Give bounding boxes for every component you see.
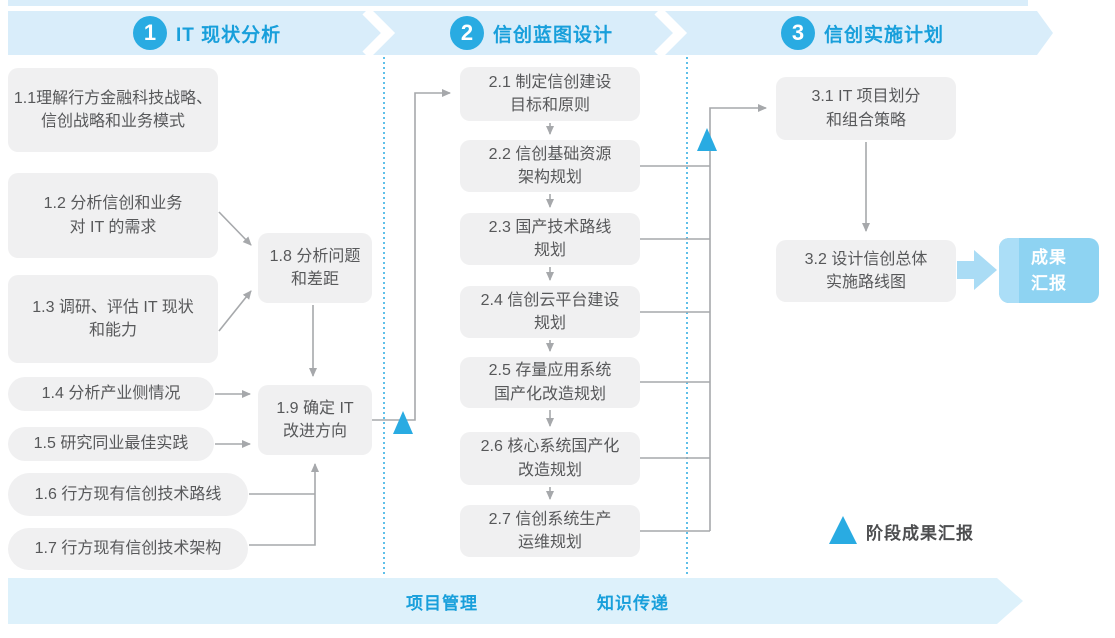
- phase-2-number-badge: 2: [450, 16, 484, 50]
- step-box-1-5: 1.5 研究同业最佳实践: [8, 427, 214, 461]
- deliverable-box: 成果 汇报: [999, 238, 1099, 303]
- step-box-1-2: 1.2 分析信创和业务 对 IT 的需求: [8, 173, 218, 258]
- phase-2-title: 信创蓝图设计: [493, 24, 614, 46]
- step-box-2-6: 2.6 核心系统国产化 改造规划: [460, 432, 640, 485]
- phase-1-title: IT 现状分析: [176, 24, 282, 46]
- step-box-2-1: 2.1 制定信创建设 目标和原则: [460, 67, 640, 121]
- connector-lines: [215, 89, 870, 546]
- band-chevron-separator-1: [362, 7, 396, 59]
- legend-triangle-icon: [829, 516, 857, 544]
- step-box-2-2: 2.2 信创基础资源 架构规划: [460, 140, 640, 192]
- deliverable-block-arrow: [957, 250, 997, 290]
- phase-3-number-badge: 3: [781, 16, 815, 50]
- milestone-triangle-phase2: [697, 128, 717, 151]
- step-box-1-8: 1.8 分析问题 和差距: [258, 233, 372, 303]
- deliverable-label: 成果 汇报: [1031, 248, 1067, 293]
- step-box-2-5: 2.5 存量应用系统 国产化改造规划: [460, 357, 640, 408]
- step-box-1-6: 1.6 行方现有信创技术路线: [8, 473, 248, 516]
- step-box-2-7: 2.7 信创系统生产 运维规划: [460, 505, 640, 557]
- legend-label: 阶段成果汇报: [866, 524, 974, 543]
- footer-label-project-management: 项目管理: [406, 594, 478, 613]
- step-box-1-7: 1.7 行方现有信创技术架构: [8, 528, 248, 570]
- deliverable-accent-stripe: [999, 238, 1019, 303]
- step-box-3-1: 3.1 IT 项目划分 和组合策略: [776, 77, 956, 140]
- footer-arrow-band: [8, 578, 1023, 624]
- step-box-2-4: 2.4 信创云平台建设 规划: [460, 286, 640, 338]
- phase-3-title: 信创实施计划: [824, 24, 945, 46]
- step-box-2-3: 2.3 国产技术路线 规划: [460, 213, 640, 265]
- phase-2-header: 2 信创蓝图设计: [450, 11, 613, 55]
- milestone-triangle-phase1: [393, 411, 413, 434]
- step-box-1-4: 1.4 分析产业侧情况: [8, 377, 214, 411]
- step-box-3-2: 3.2 设计信创总体 实施路线图: [776, 240, 956, 302]
- step-box-1-3: 1.3 调研、评估 IT 现状 和能力: [8, 275, 218, 363]
- phase-1-header: 1 IT 现状分析: [133, 11, 281, 55]
- step-box-1-1: 1.1理解行方金融科技战略、 信创战略和业务模式: [8, 68, 218, 152]
- band-chevron-separator-2: [654, 7, 688, 59]
- top-edge-strip: [8, 0, 1028, 6]
- footer-label-knowledge-transfer: 知识传递: [597, 594, 669, 613]
- step-box-1-9: 1.9 确定 IT 改进方向: [258, 385, 372, 455]
- phase-3-header: 3 信创实施计划: [781, 11, 944, 55]
- phase-1-number-badge: 1: [133, 16, 167, 50]
